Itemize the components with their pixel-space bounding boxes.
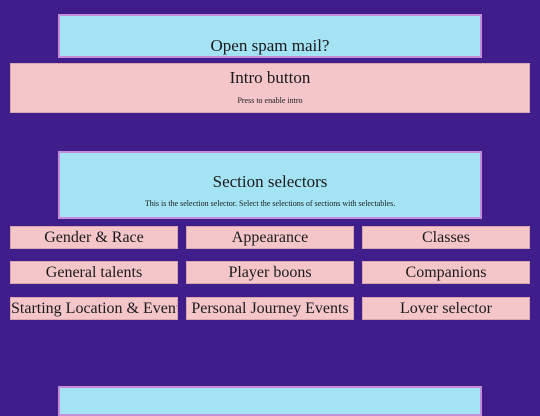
section-button-starting-location-events[interactable]: Starting Location & Events xyxy=(10,297,178,320)
section-button-general-talents[interactable]: General talents xyxy=(10,261,178,284)
section-selectors-title: Section selectors xyxy=(212,172,328,191)
intro-button-subtitle: Press to enable intro xyxy=(237,96,303,105)
intro-button-title: Intro button xyxy=(229,68,311,87)
section-selectors-description: This is the selection selector. Select t… xyxy=(144,199,396,208)
section-selectors-panel: Section selectors This is the selection … xyxy=(58,151,482,219)
section-button-classes[interactable]: Classes xyxy=(362,226,530,249)
section-button-player-boons[interactable]: Player boons xyxy=(186,261,354,284)
spam-mail-panel[interactable]: Open spam mail? xyxy=(58,14,482,58)
section-button-lover-selector[interactable]: Lover selector xyxy=(362,297,530,320)
section-button-personal-journey-events[interactable]: Personal Journey Events xyxy=(186,297,354,320)
section-button-appearance[interactable]: Appearance xyxy=(186,226,354,249)
intro-button[interactable]: Intro button Press to enable intro xyxy=(10,63,530,113)
section-button-companions[interactable]: Companions xyxy=(362,261,530,284)
section-button-gender-race[interactable]: Gender & Race xyxy=(10,226,178,249)
spam-mail-title: Open spam mail? xyxy=(210,36,330,55)
next-section-panel xyxy=(58,386,482,416)
